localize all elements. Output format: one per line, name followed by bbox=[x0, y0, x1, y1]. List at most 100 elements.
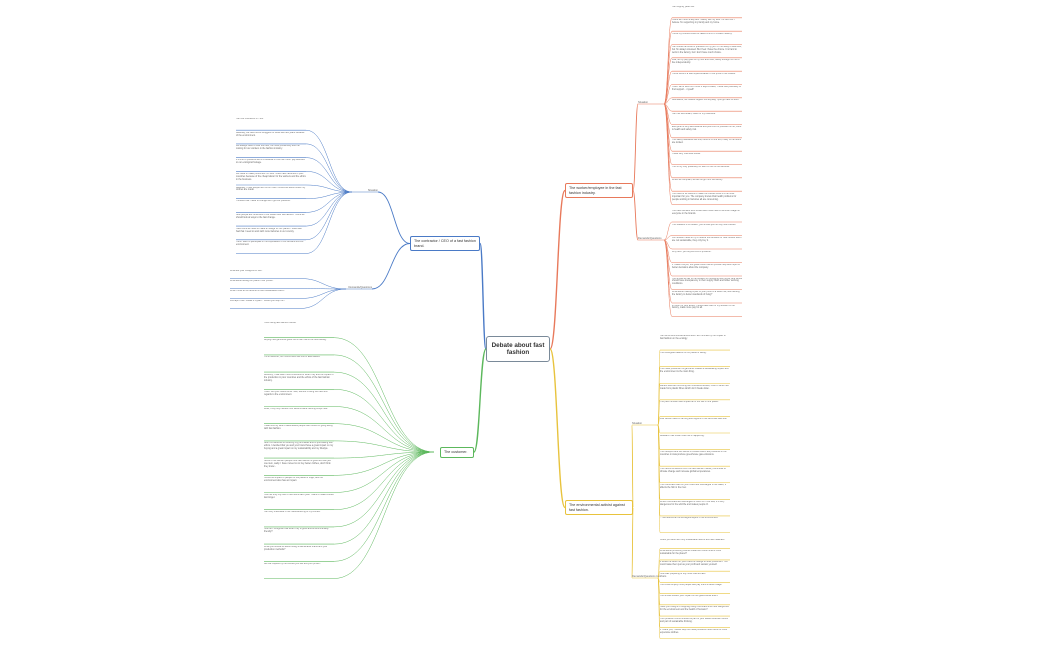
leaf-contractor-0-3[interactable]: It's a lot of pressure and it's because … bbox=[236, 159, 305, 165]
leaf-contractor-0-2[interactable]: We always need to bow the best, the most… bbox=[236, 145, 300, 151]
leaf-environment-0-6[interactable]: Research has shown that this is happenin… bbox=[660, 434, 705, 437]
leaf-contractor-0-9[interactable]: I don't want to participate in the explo… bbox=[236, 241, 304, 247]
leaf-workers-0-2[interactable]: I think my clothes could be called a for… bbox=[672, 32, 733, 35]
leaf-line-customer-0-1 bbox=[333, 354, 435, 453]
branch-topic-environment[interactable]: The environmental activist against fast … bbox=[565, 500, 633, 516]
leaf-customer-0-7[interactable]: Now I've switched to reducing my purchas… bbox=[264, 442, 334, 451]
leaf-environment-0-9[interactable]: The chemicals used for your brand are di… bbox=[660, 484, 727, 490]
branch-line-contractor bbox=[479, 242, 487, 350]
leaf-workers-0-10[interactable]: The safety standards are low, there is n… bbox=[672, 139, 742, 145]
leaf-workers-0-1[interactable]: I work ten hours a day and I barely see … bbox=[672, 19, 735, 25]
leaf-environment-1-3[interactable]: How was preparing to buy more that will … bbox=[660, 572, 707, 575]
group-label-workers-0[interactable]: Situation bbox=[638, 100, 649, 104]
group-label-workers-1[interactable]: Demands/Questions bbox=[638, 236, 662, 240]
leaf-customer-0-11[interactable]: I am very interested in the manufacturin… bbox=[264, 511, 321, 514]
leaf-environment-0-2[interactable]: The mass production of garments creates … bbox=[660, 368, 729, 374]
leaf-line-environment-1-2 bbox=[657, 570, 661, 579]
leaf-workers-0-7[interactable]: Afterwards, the brands neglect this anyw… bbox=[672, 99, 740, 102]
leaf-customer-0-5[interactable]: Wow, I only buy clothes from second-hand… bbox=[264, 408, 328, 410]
leaf-contractor-1-2[interactable]: What I must do to become a more sustaina… bbox=[230, 290, 285, 292]
leaf-workers-0-3[interactable]: I am shown all kinds of pressure on my j… bbox=[672, 46, 742, 54]
leaf-contractor-0-8[interactable]: I also think we need to make a change fo… bbox=[236, 227, 302, 233]
leaf-customer-0-12[interactable]: How do I recognise that what I buy is go… bbox=[264, 528, 329, 534]
leaf-environment-1-0[interactable]: Could you work with only sustainable fab… bbox=[660, 539, 726, 541]
leaf-line-contractor-1-2 bbox=[299, 288, 347, 299]
leaf-line-contractor-0-0 bbox=[305, 129, 353, 193]
leaf-workers-1-5[interactable]: You should be fair to the workers for sh… bbox=[672, 277, 742, 286]
central-topic[interactable]: Debate about fast fashion bbox=[486, 336, 550, 362]
leaf-customer-0-6[interactable]: I hate how my lack of alternatives peopl… bbox=[264, 425, 333, 431]
leaf-environment-1-1[interactable]: What about producing clothes made with c… bbox=[660, 550, 722, 556]
leaf-environment-0-11[interactable]: ... and affects all the ecological layer… bbox=[660, 517, 719, 520]
branch-topic-customer[interactable]: The customer. bbox=[440, 447, 474, 458]
leaf-workers-0-11[interactable]: I have very chemical smells. bbox=[672, 152, 701, 155]
leaf-environment-1-8[interactable]: If I were you, I would stop the mass pro… bbox=[660, 628, 728, 634]
leaf-customer-0-0[interactable]: I love using fast fashion brands. bbox=[264, 322, 297, 324]
leaf-environment-0-0[interactable]: I am an environmental activist and I am … bbox=[660, 335, 726, 340]
branch-line-workers bbox=[549, 189, 566, 350]
leaf-customer-0-1[interactable]: Buying new garments gives me a rush that… bbox=[264, 339, 327, 342]
leaf-workers-1-6[interactable]: What about making a part of your profit … bbox=[672, 291, 740, 296]
leaf-workers-0-5[interactable]: I think there is a bad implementation of… bbox=[672, 72, 736, 75]
leaf-environment-0-8[interactable]: The carbon emissions from the fast fashi… bbox=[660, 467, 726, 473]
leaf-customer-0-4[interactable]: I can't find your brand items I like, wi… bbox=[264, 390, 328, 396]
leaf-workers-0-12[interactable]: This is my only possibility for work in … bbox=[672, 166, 730, 168]
leaf-line-workers-0-6 bbox=[663, 97, 673, 105]
leaf-environment-1-6[interactable]: Have you thought of stopping using chemi… bbox=[660, 606, 729, 612]
leaf-workers-1-2[interactable]: Our workers need to try to reduce the de… bbox=[672, 237, 742, 242]
leaf-environment-0-7[interactable]: The transport and the stocks of clothes … bbox=[660, 451, 727, 457]
leaf-contractor-0-4[interactable]: We need to make profits and I'm sure I m… bbox=[236, 172, 306, 181]
leaf-workers-0-14[interactable]: You need to be careful to make the cloth… bbox=[672, 192, 737, 201]
leaf-line-contractor-0-9 bbox=[305, 191, 353, 254]
branch-topic-contractor[interactable]: The contractor / CEO of a fast fashion b… bbox=[410, 236, 480, 252]
group-label-contractor-1[interactable]: Demands/Questions bbox=[348, 285, 373, 289]
leaf-line-contractor-0-8 bbox=[305, 191, 353, 241]
leaf-workers-0-9[interactable]: Everyone is very authoritative and puts … bbox=[672, 126, 742, 131]
leaf-line-customer-0-2 bbox=[333, 371, 435, 453]
leaf-customer-0-3[interactable]: Recently, I had been more conscious of w… bbox=[264, 373, 334, 382]
leaf-line-contractor-1-3 bbox=[299, 288, 347, 309]
leaf-customer-0-10[interactable]: I will not only buy one or two items eac… bbox=[264, 494, 334, 499]
leaf-contractor-0-7[interactable]: Now people are conscious of the issues w… bbox=[236, 213, 305, 219]
group-label-environment-1[interactable]: Demands/Questions to others bbox=[632, 574, 667, 578]
branch-topic-workers[interactable]: The worker/employee in the fast fashion … bbox=[565, 183, 633, 199]
leaf-line-contractor-0-2 bbox=[305, 157, 353, 193]
leaf-contractor-1-1[interactable]: What about selling our place in our prof… bbox=[230, 280, 274, 282]
group-label-environment-0[interactable]: Situation bbox=[632, 421, 643, 425]
leaf-environment-1-7[interactable]: Your pollution control should be part of… bbox=[660, 617, 728, 623]
leaf-line-workers-1-6 bbox=[663, 239, 673, 304]
leaf-environment-0-4[interactable]: The pest numbers also impact all of the … bbox=[660, 401, 719, 404]
leaf-environment-1-5[interactable]: You should reduce your impact on the gre… bbox=[660, 595, 719, 598]
group-label-contractor-0[interactable]: Situation bbox=[367, 188, 378, 192]
leaf-contractor-1-3[interactable]: Perhaps I can't create it myself... Woul… bbox=[230, 300, 285, 302]
leaf-workers-0-13[interactable]: When we complain, we are let go from the… bbox=[672, 179, 723, 182]
leaf-customer-0-14[interactable]: Are we inspired by the clothes you sell … bbox=[264, 562, 321, 565]
leaf-workers-1-4[interactable]: If I leave this job, the government cann… bbox=[672, 264, 741, 269]
leaf-line-contractor-0-1 bbox=[305, 143, 353, 193]
group-line-contractor-1 bbox=[371, 243, 411, 290]
leaf-contractor-0-0[interactable]: I am the contractor of TM9. bbox=[236, 118, 264, 120]
leaf-customer-0-8[interactable]: Some of the fashion people think fast fa… bbox=[264, 459, 331, 468]
leaf-contractor-0-5[interactable]: Basically, I think people are not so muc… bbox=[236, 186, 306, 192]
leaf-contractor-0-6[interactable]: I noticed that I need to change and I ge… bbox=[236, 200, 291, 203]
leaf-customer-0-13[interactable]: What you should do about being a fashion… bbox=[264, 545, 328, 551]
leaf-contractor-0-1[interactable]: Basically, we have some struggles on the… bbox=[236, 131, 305, 137]
leaf-environment-0-10[interactable]: When chemicals are discharged in rivers … bbox=[660, 500, 725, 506]
leaf-environment-0-1[interactable]: The ecological balance of our planet is … bbox=[660, 351, 707, 354]
leaf-workers-1-1[interactable]: The situation is so drastic, you should … bbox=[672, 223, 737, 226]
leaf-workers-0-8[interactable]: I am not self-reliant, need for my livel… bbox=[672, 112, 716, 115]
leaf-workers-0-6[interactable]: I can't fail to work but I work 6 days a… bbox=[672, 86, 741, 91]
leaf-workers-1-3[interactable]: Why don't you boycott this to produce? bbox=[672, 250, 712, 253]
leaf-environment-0-5[interactable]: Low carbon rates in farming and regions … bbox=[660, 417, 727, 420]
leaf-environment-0-3[interactable]: Landfill sites are brimming with countle… bbox=[660, 384, 729, 390]
leaf-customer-0-2[interactable]: I'm a customer, but I know there are lot… bbox=[264, 356, 321, 359]
leaf-environment-1-2[interactable]: It would be better for your brand to cha… bbox=[660, 561, 728, 567]
group-line-environment-0 bbox=[631, 424, 634, 508]
leaf-workers-0-4[interactable]: Like, all my pay goes to my rent and foo… bbox=[672, 59, 740, 65]
leaf-workers-1-7[interactable]: In return of your action, I would take c… bbox=[672, 304, 735, 310]
leaf-environment-1-4[interactable]: You could employ more people and pay the… bbox=[660, 583, 723, 586]
leaf-customer-0-9[interactable]: I know the impact of people on the plane… bbox=[264, 476, 323, 482]
leaf-workers-1-0[interactable]: You have workers who should and could ha… bbox=[672, 210, 740, 215]
leaf-workers-0-0[interactable]: I am slightly years old. bbox=[672, 6, 695, 8]
leaf-contractor-1-0[interactable]: What are your thoughts on this? bbox=[230, 270, 263, 272]
